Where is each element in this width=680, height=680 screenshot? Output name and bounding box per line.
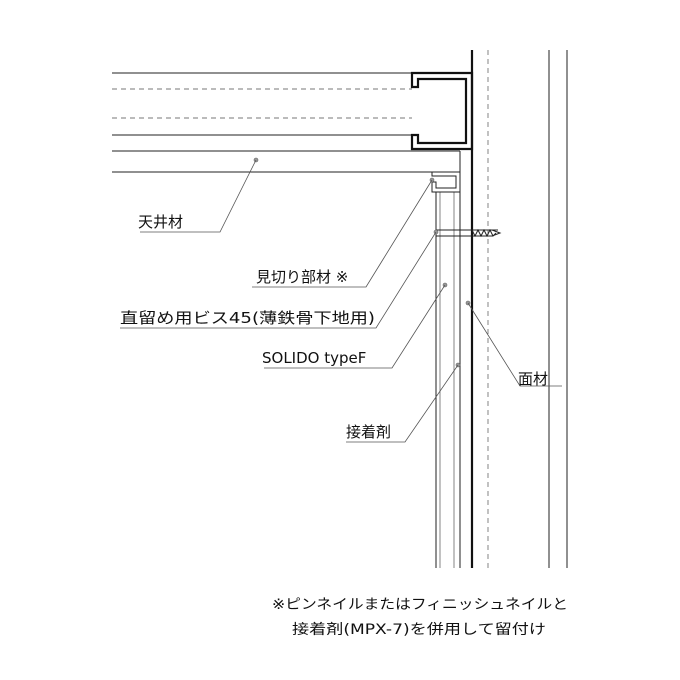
note-line-2: 接着剤(MPX-7)を併用して留付け: [292, 621, 546, 638]
ceiling-board: [112, 150, 461, 173]
note-line-1: ※ピンネイルまたはフィニッシュネイルと: [272, 597, 568, 613]
screw-icon: [436, 228, 502, 238]
label-trim: 見切り部材 ※: [256, 268, 348, 286]
wall-structure: [435, 50, 568, 568]
label-screw: 直留め用ビス45(薄鉄骨下地用): [120, 309, 375, 327]
label-facing: 面材: [518, 370, 548, 388]
trim-profile: [431, 171, 461, 193]
label-ceiling: 天井材: [138, 213, 183, 231]
ceiling-structure: [112, 71, 474, 151]
label-adhesive: 接着剤: [346, 423, 391, 441]
leaders: [120, 157, 562, 443]
label-product: SOLIDO typeF: [262, 349, 366, 367]
